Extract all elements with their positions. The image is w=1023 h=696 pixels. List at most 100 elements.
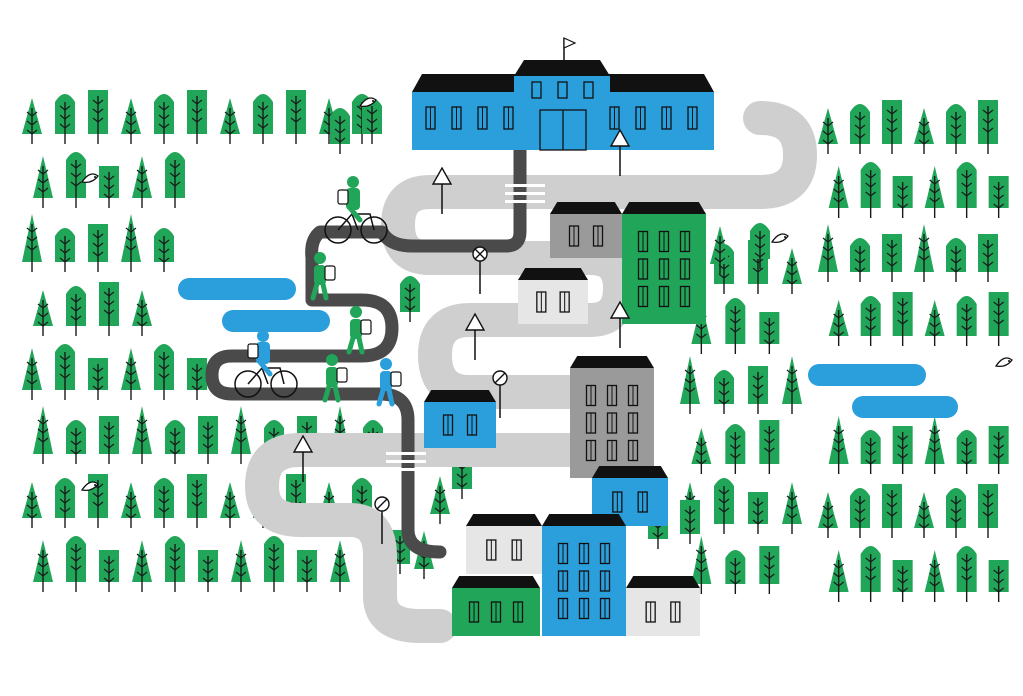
tree-icon: [978, 484, 998, 538]
tree-icon: [55, 94, 75, 144]
tree-icon: [66, 152, 86, 208]
tree-icon: [782, 248, 802, 294]
tree-icon: [860, 296, 881, 346]
tree-icon: [66, 286, 86, 336]
tree-icon: [748, 492, 768, 534]
tree-icon: [710, 226, 730, 274]
crosswalk: [505, 184, 545, 203]
cyclist-icon: [234, 330, 298, 398]
tree-icon: [187, 474, 207, 528]
tree-icon: [882, 100, 902, 154]
hiker-icon: [346, 306, 372, 355]
tree-icon: [892, 176, 913, 218]
house-grey-small: [550, 202, 622, 258]
bird-icon: [770, 233, 789, 244]
tree-icon: [988, 560, 1009, 602]
roads: [205, 101, 817, 643]
tree-icon: [22, 214, 42, 272]
tree-icon: [22, 98, 42, 144]
warning-sign-icon: [464, 312, 486, 360]
bird-icon: [80, 481, 99, 492]
tree-icon: [759, 420, 780, 474]
tree-icon: [946, 238, 966, 282]
tree-icon: [55, 228, 75, 272]
tree-icon: [850, 104, 870, 154]
tree-icon: [828, 550, 849, 602]
tree-icon: [33, 540, 53, 592]
tree-icon: [132, 290, 152, 336]
tree-icon: [99, 282, 119, 336]
tree-icon: [818, 108, 838, 154]
house-blue-tall: [542, 514, 626, 636]
tree-icon: [187, 90, 207, 144]
warning-sign-icon: [609, 300, 631, 348]
tree-icon: [914, 492, 934, 538]
tree-icon: [121, 214, 141, 272]
tree-icon: [680, 356, 700, 414]
tree-icon: [748, 366, 768, 414]
tree-icon: [154, 94, 174, 144]
tree-icon: [198, 550, 218, 592]
tree-icon: [818, 492, 838, 538]
tree-icon: [22, 348, 42, 400]
birds: [80, 97, 1013, 492]
tree-icon: [860, 162, 881, 218]
pond-right: [808, 364, 958, 418]
tree-icon: [978, 100, 998, 154]
warning-sign-icon: [431, 166, 453, 214]
tree-icon: [988, 426, 1009, 474]
tree-icon: [924, 166, 945, 218]
ponds: [178, 278, 958, 418]
tree-icon: [121, 482, 141, 528]
warning-sign-icon: [609, 128, 631, 176]
tree-icon: [725, 424, 746, 474]
tree-icon: [818, 224, 838, 282]
tree-icon: [220, 482, 240, 528]
main-road: [245, 101, 817, 643]
tree-icon: [691, 536, 712, 594]
tree-icon: [198, 416, 218, 464]
tree-icon: [956, 430, 977, 474]
tree-icon: [860, 546, 881, 602]
tree-icon: [33, 156, 53, 208]
tree-icon: [66, 420, 86, 464]
tree-icon: [330, 540, 350, 592]
tree-icon: [850, 488, 870, 538]
tree-icon: [88, 224, 108, 272]
tree-icon: [400, 276, 420, 322]
tree-icon: [165, 536, 185, 592]
no-entry-sign-icon: [374, 496, 390, 544]
tree-icon: [988, 176, 1009, 218]
buildings: [412, 37, 714, 636]
tree-icon: [988, 292, 1009, 346]
hiker-icon: [322, 354, 348, 403]
tree-icon: [946, 488, 966, 538]
tree-icon: [430, 476, 450, 524]
tree-icon: [892, 426, 913, 474]
tree-icon: [231, 540, 251, 592]
tree-icon: [231, 406, 251, 464]
road-signs: [292, 128, 631, 544]
tree-icon: [714, 370, 734, 414]
tree-icon: [33, 406, 53, 464]
tree-icon: [88, 90, 108, 144]
tree-icon: [99, 166, 119, 208]
tree-icon: [66, 536, 86, 592]
tree-icon: [828, 416, 849, 474]
pond-left: [178, 278, 330, 332]
house-green-tall: [622, 202, 706, 324]
tree-icon: [99, 416, 119, 464]
crosswalk: [386, 452, 426, 471]
house-light: [518, 268, 588, 324]
tree-icon: [297, 550, 317, 592]
tree-icon: [55, 344, 75, 400]
tree-icon: [882, 234, 902, 282]
hiker-icon: [310, 252, 336, 301]
people: [234, 176, 402, 407]
tree-icon: [725, 298, 746, 354]
tree-icon: [220, 98, 240, 144]
tree-icon: [892, 560, 913, 602]
warning-sign-icon: [292, 434, 314, 482]
tree-icon: [121, 98, 141, 144]
tree-icon: [362, 98, 382, 144]
